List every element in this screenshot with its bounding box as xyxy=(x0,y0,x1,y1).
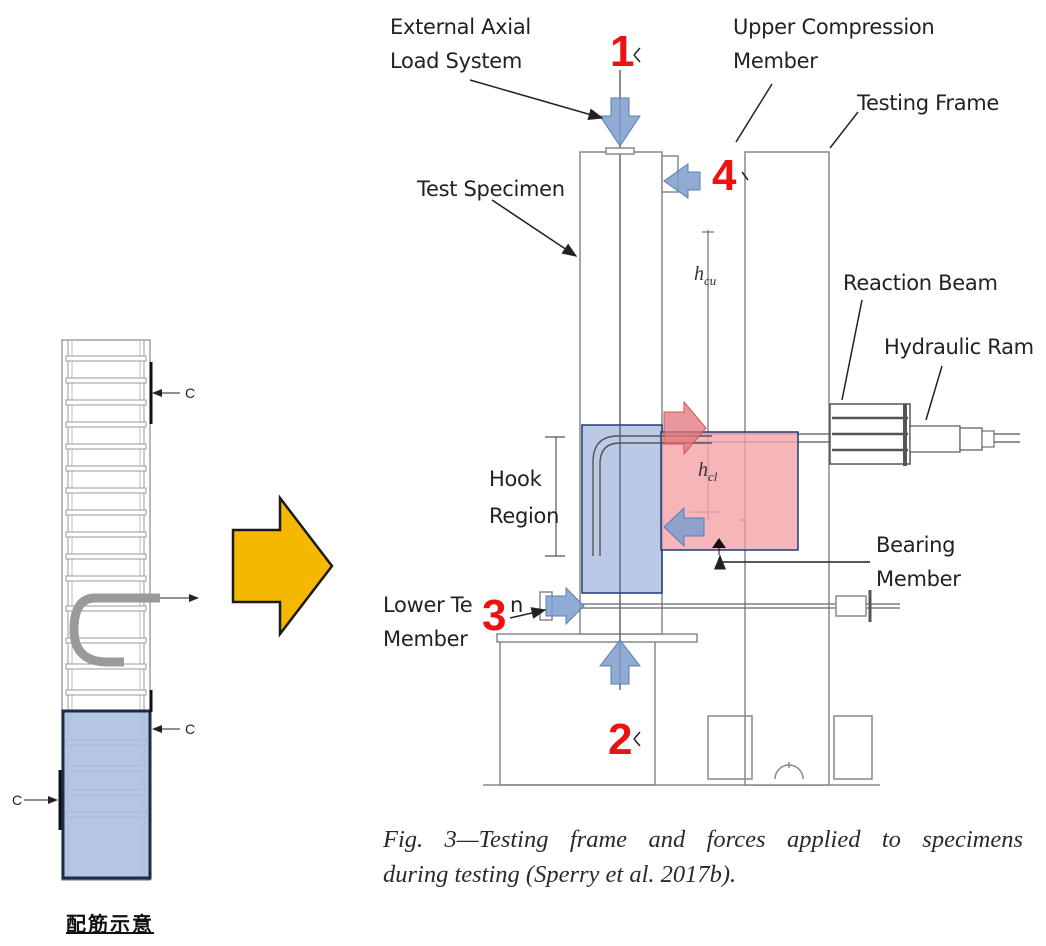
label-hook: Hook xyxy=(489,467,542,491)
label-test-specimen: Test Specimen xyxy=(417,177,565,201)
force-arrow-1-icon xyxy=(599,97,641,147)
label-lower-member: Member xyxy=(383,627,468,651)
force-arrows xyxy=(545,97,705,685)
bottom-highlight xyxy=(61,709,152,880)
label-c-mid: C xyxy=(185,721,196,737)
force-number-3: 3 xyxy=(482,591,507,640)
hooked-bar-right xyxy=(592,435,712,556)
force-number-1: 1 xyxy=(610,27,635,76)
symbol-h-cl: hcl xyxy=(698,459,718,484)
rebar-sketch xyxy=(24,339,199,881)
force-number-2: 2 xyxy=(608,715,633,764)
label-bearing-member: Member xyxy=(876,567,961,591)
label-load-system: Load System xyxy=(390,49,523,73)
label-lower-tension: Lower Te xyxy=(383,593,473,617)
rebar-sketch-caption: 配筋示意 xyxy=(66,912,154,936)
label-upper-compression-member: Member xyxy=(733,49,818,73)
figure-caption-line2: during testing (Sperry et al. 2017b). xyxy=(383,861,737,888)
label-testing-frame: Testing Frame xyxy=(857,91,1000,115)
label-lower-tension-end: n xyxy=(510,593,524,617)
hook-pull-arrow-icon xyxy=(663,400,707,456)
figure-caption-line1: Fig. 3—Testing frame and forces applied … xyxy=(383,826,1023,853)
symbol-h-cu: hcu xyxy=(694,263,717,288)
force-arrow-4-icon xyxy=(663,163,701,199)
label-region: Region xyxy=(489,504,560,528)
label-upper-compression: Upper Compression xyxy=(733,15,935,39)
hooked-bar xyxy=(69,593,160,667)
figure-caption: Fig. 3—Testing frame and forces applied … xyxy=(383,822,1023,892)
force-number-4: 4 xyxy=(712,151,737,200)
force-arrow-3-icon xyxy=(545,586,585,626)
bearing-arrow-icon xyxy=(663,506,705,548)
hook-region-highlight xyxy=(581,424,663,594)
leader-lines xyxy=(469,47,943,747)
label-reaction-beam: Reaction Beam xyxy=(843,271,998,295)
label-c-top: C xyxy=(185,385,196,401)
frame-foot-right xyxy=(833,715,873,780)
label-hydraulic-ram: Hydraulic Ram xyxy=(884,335,1034,359)
transition-arrow-icon xyxy=(231,494,334,638)
label-external-axial: External Axial xyxy=(390,15,531,39)
hydraulic-ram xyxy=(662,403,1020,466)
label-bearing: Bearing xyxy=(876,533,956,557)
column-outline xyxy=(61,339,151,881)
force-arrow-2-icon xyxy=(598,639,642,685)
frame-foot-left xyxy=(707,715,753,780)
label-c-bottom: C xyxy=(12,792,23,808)
